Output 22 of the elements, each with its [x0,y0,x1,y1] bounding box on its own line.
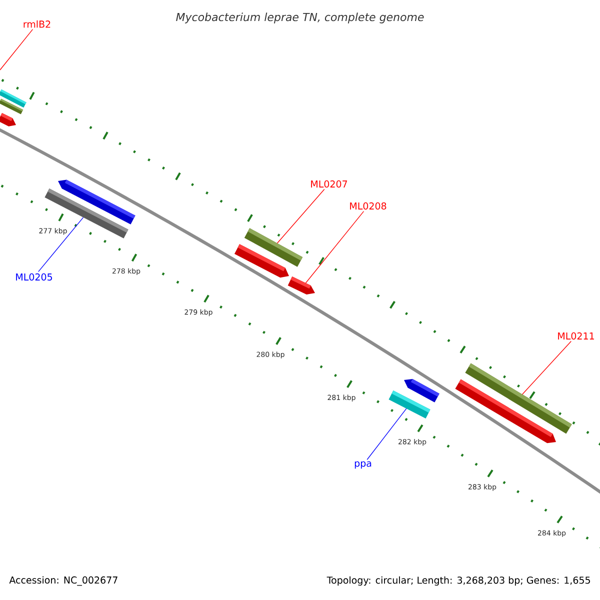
gene-block [404,378,440,402]
gene-label: ML0207 [311,180,348,188]
gene-block [0,112,16,126]
gene-label: ppa [354,461,372,469]
leader-line [276,188,325,244]
accession-text: Accession: NC_002677 [9,576,118,586]
leader-line [522,340,572,395]
leader-line [38,217,84,272]
gene-block [288,276,315,294]
gene-label: rmlB2 [24,20,50,28]
gene-label: ML0205 [16,273,52,281]
gene-label: ML0208 [350,202,386,210]
gene-block [455,379,556,444]
title: Mycobacterium leprae TN, complete genome [176,12,424,24]
leader-line [0,28,34,70]
gene-label: ML0211 [558,332,594,340]
gene-block [0,98,24,114]
gene-block [234,244,289,278]
leader-line [305,210,364,284]
gene-block [388,390,430,418]
genome-stats-text: Topology: circular; Length: 3,268,203 bp; Genes: 1,655 [326,576,590,586]
leader-line [366,408,407,460]
